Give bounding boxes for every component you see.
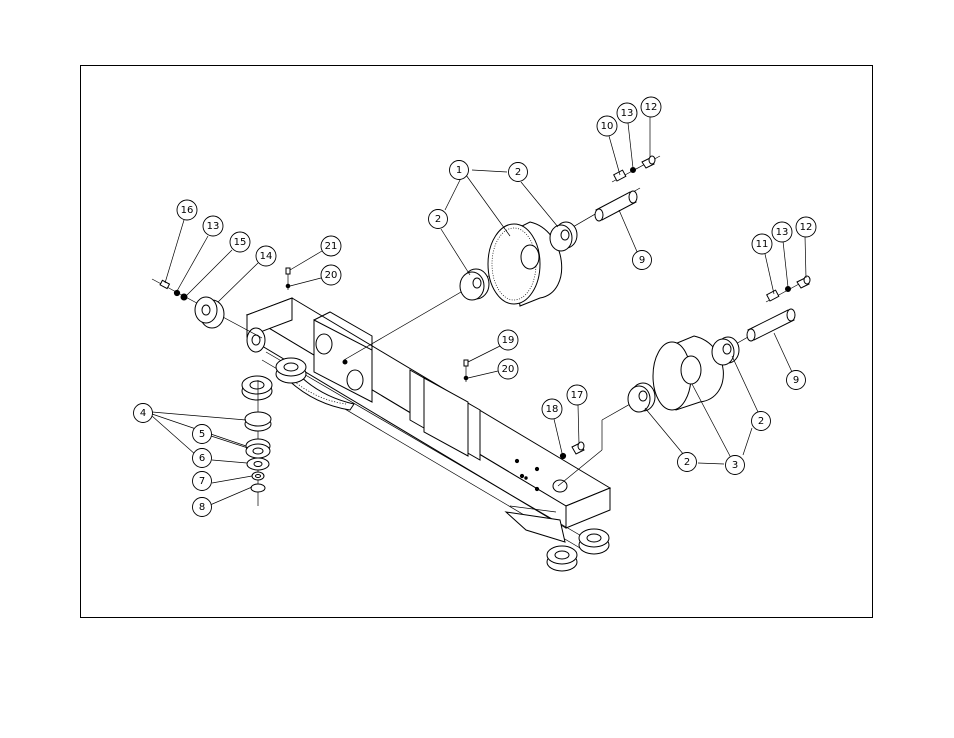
callout-circle xyxy=(229,231,251,253)
right-gear-assembly xyxy=(557,275,811,487)
callout-14: 14 xyxy=(255,245,277,267)
callout-label: 12 xyxy=(645,102,658,113)
callout-6: 6 xyxy=(192,448,212,468)
callout-label: 13 xyxy=(776,227,789,238)
callout-5: 5 xyxy=(192,424,212,444)
callout-circle xyxy=(320,264,342,286)
upper-gear-assembly xyxy=(343,155,661,361)
callout-label: 9 xyxy=(639,255,645,266)
callout-18: 18 xyxy=(541,398,563,420)
callout-15: 15 xyxy=(229,231,251,253)
callout-21: 21 xyxy=(320,235,342,257)
callout-circle xyxy=(508,162,528,182)
callout-label: 2 xyxy=(435,214,441,225)
callout-2: 2 xyxy=(428,209,448,229)
callout-2: 2 xyxy=(508,162,528,182)
leader-lines xyxy=(151,117,807,506)
callout-circle xyxy=(640,96,662,118)
callout-label: 17 xyxy=(571,390,584,401)
callout-label: 2 xyxy=(684,457,690,468)
roller-wheels xyxy=(241,357,610,572)
callout-20: 20 xyxy=(320,264,342,286)
callout-20: 20 xyxy=(497,358,519,380)
callout-circle xyxy=(541,398,563,420)
callout-circle xyxy=(133,403,153,423)
callout-circle xyxy=(632,250,652,270)
callout-circle xyxy=(795,216,817,238)
callout-circle xyxy=(202,215,224,237)
callout-label: 13 xyxy=(207,221,220,232)
callout-circle xyxy=(449,160,469,180)
callout-3: 3 xyxy=(725,455,745,475)
callout-label: 1 xyxy=(456,165,462,176)
callout-circle xyxy=(677,452,697,472)
callout-label: 21 xyxy=(325,241,338,252)
callout-circle xyxy=(771,221,793,243)
callout-label: 11 xyxy=(756,239,769,250)
callout-circle xyxy=(616,102,638,124)
callout-label: 16 xyxy=(181,205,194,216)
callout-circle xyxy=(786,370,806,390)
screws xyxy=(285,267,469,382)
callout-16: 16 xyxy=(176,199,198,221)
callout-circle xyxy=(176,199,198,221)
callout-label: 19 xyxy=(502,335,515,346)
callout-label: 6 xyxy=(199,453,205,464)
drawing-frame xyxy=(80,65,873,618)
callout-circle xyxy=(596,115,618,137)
callout-19: 19 xyxy=(497,329,519,351)
callout-label: 12 xyxy=(800,222,813,233)
callout-circle xyxy=(725,455,745,475)
callout-circle xyxy=(320,235,342,257)
callout-label: 9 xyxy=(793,375,799,386)
callout-label: 5 xyxy=(199,429,205,440)
callout-12: 12 xyxy=(795,216,817,238)
callout-circle xyxy=(192,471,212,491)
callout-circle xyxy=(566,384,588,406)
callout-label: 14 xyxy=(260,251,273,262)
callout-label: 15 xyxy=(234,237,247,248)
bearing-stack xyxy=(244,380,272,506)
callout-13: 13 xyxy=(202,215,224,237)
callout-label: 10 xyxy=(601,121,614,132)
callout-2: 2 xyxy=(677,452,697,472)
carriage-beam xyxy=(245,297,612,549)
callout-label: 2 xyxy=(758,416,764,427)
callout-label: 20 xyxy=(502,364,515,375)
callout-11: 11 xyxy=(751,233,773,255)
callout-label: 4 xyxy=(140,408,146,419)
callout-label: 8 xyxy=(199,502,205,513)
callout-label: 20 xyxy=(325,270,338,281)
callout-2: 2 xyxy=(751,411,771,431)
callout-1: 1 xyxy=(449,160,469,180)
callout-circle xyxy=(497,329,519,351)
callout-10: 10 xyxy=(596,115,618,137)
callout-9: 9 xyxy=(632,250,652,270)
callout-circle xyxy=(497,358,519,380)
callout-17: 17 xyxy=(566,384,588,406)
callout-label: 13 xyxy=(621,108,634,119)
callout-circle xyxy=(192,424,212,444)
callout-circle xyxy=(255,245,277,267)
callout-label: 7 xyxy=(199,476,205,487)
callout-13: 13 xyxy=(616,102,638,124)
callout-13: 13 xyxy=(771,221,793,243)
callout-label: 3 xyxy=(732,460,738,471)
callout-9: 9 xyxy=(786,370,806,390)
callout-circle xyxy=(192,497,212,517)
left-end-fasteners xyxy=(151,278,263,339)
callout-7: 7 xyxy=(192,471,212,491)
callout-circle xyxy=(751,411,771,431)
callout-8: 8 xyxy=(192,497,212,517)
callout-circle xyxy=(192,448,212,468)
callout-circle xyxy=(428,209,448,229)
callout-label: 2 xyxy=(515,167,521,178)
callout-12: 12 xyxy=(640,96,662,118)
callout-circle xyxy=(751,233,773,255)
callout-4: 4 xyxy=(133,403,153,423)
callout-label: 18 xyxy=(546,404,559,415)
